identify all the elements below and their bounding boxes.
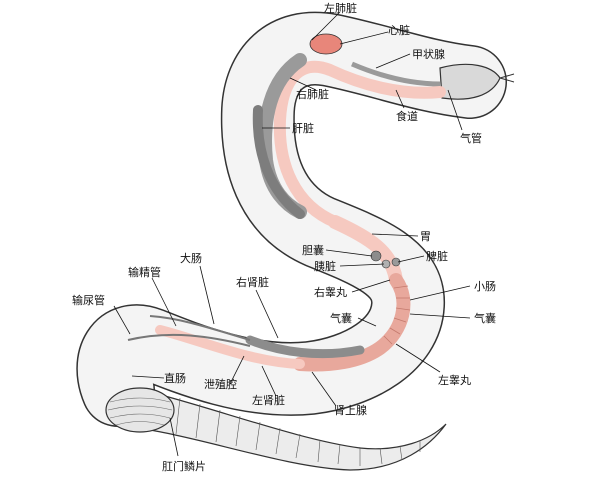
label-liver: 肝脏 — [292, 122, 314, 135]
label-spleen: 脾脏 — [426, 249, 448, 263]
label-stomach: 胃 — [420, 230, 431, 243]
leader-lines — [113, 11, 471, 457]
label-vas-deferens: 输精管 — [128, 265, 161, 279]
label-trachea: 气管 — [460, 131, 482, 145]
label-adrenal: 肾上腺 — [334, 403, 367, 417]
label-cloaca: 泄殖腔 — [204, 377, 237, 391]
label-large-intestine: 大肠 — [180, 251, 202, 265]
heart — [309, 33, 343, 55]
vas-deferens — [149, 315, 251, 341]
label-heart: 心脏 — [388, 24, 410, 37]
labels: 左肺脏 心脏 甲状腺 右肺脏 食道 气管 肝脏 胃 胆囊 胰脏 脾脏 右睾丸 小… — [72, 2, 496, 473]
label-left-kidney: 左肾脏 — [252, 394, 285, 407]
ureter — [127, 333, 251, 347]
label-right-lung: 右肺脏 — [296, 87, 329, 101]
label-rectum: 直肠 — [164, 371, 186, 385]
label-right-kidney: 右肾脏 — [236, 275, 269, 289]
stomach — [328, 215, 403, 287]
label-small-intestine: 小肠 — [474, 280, 496, 293]
snake-body — [76, 11, 515, 471]
section-rings — [107, 397, 173, 426]
anal-scale-section — [105, 387, 175, 433]
gallbladder — [370, 250, 382, 262]
label-pancreas: 胰脏 — [314, 259, 336, 273]
tail-scales — [175, 397, 421, 466]
esophagus — [273, 60, 446, 228]
head — [439, 63, 501, 100]
label-thyroid: 甲状腺 — [412, 47, 445, 61]
tongue — [499, 73, 515, 83]
trachea — [351, 61, 441, 87]
small-intestine — [293, 273, 411, 372]
label-left-lung: 左肺脏 — [324, 2, 357, 15]
liver — [252, 105, 305, 219]
label-esophagus: 食道 — [396, 109, 418, 123]
label-air-sac-left: 气囊 — [330, 311, 352, 325]
intestine-folds — [383, 285, 411, 345]
kidneys — [245, 335, 365, 359]
label-air-sac-right: 气囊 — [474, 311, 496, 325]
label-gallbladder: 胆囊 — [302, 243, 324, 257]
spleen — [391, 257, 401, 267]
label-anal-scale: 肛门鳞片 — [162, 459, 206, 473]
label-left-testis: 左睾丸 — [438, 373, 471, 387]
tail — [149, 391, 447, 471]
organs — [127, 33, 446, 372]
label-right-testis: 右睾丸 — [314, 285, 347, 299]
label-ureter: 输尿管 — [72, 293, 105, 307]
body-fill — [77, 13, 506, 426]
